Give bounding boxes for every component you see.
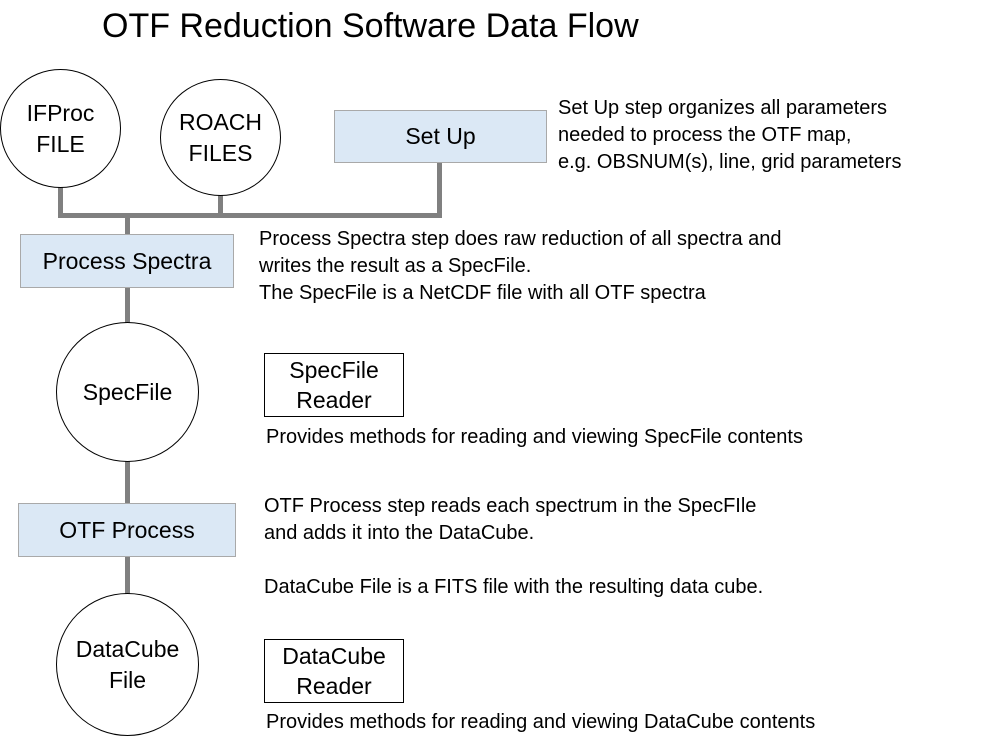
otf-process-note-line: OTF Process step reads each spectrum in … [264, 495, 757, 517]
diagram-title: OTF Reduction Software Data Flow [102, 7, 639, 45]
specfile-reader-note-line: Provides methods for reading and viewing… [266, 426, 803, 448]
roach-files-label: ROACH FILES [178, 108, 263, 166]
connector-process-spectra-to-specfile [125, 288, 130, 324]
specfile-reader-label: SpecFile Reader [289, 357, 379, 413]
specfile-reader-box: SpecFile Reader [264, 353, 404, 417]
specfile-reader-note: Provides methods for reading and viewing… [266, 424, 803, 451]
process-spectra-note-line: Process Spectra step does raw reduction … [259, 228, 782, 250]
process-spectra-box: Process Spectra [20, 234, 234, 288]
set-up-label: Set Up [405, 123, 476, 149]
otf-process-note-line: DataCube File is a FITS file with the re… [264, 576, 764, 598]
set-up-box: Set Up [334, 110, 547, 163]
connector-merge-to-process-spectra [125, 213, 130, 235]
specfile-label: SpecFile [82, 378, 173, 405]
otf-process-label: OTF Process [59, 516, 195, 543]
connector-roach-down [218, 190, 223, 217]
ifproc-file-node: IFProc FILE [0, 69, 121, 188]
set-up-note: Set Up step organizes all parameters nee… [558, 95, 901, 176]
datacube-reader-note-line: Provides methods for reading and viewing… [266, 711, 816, 733]
process-spectra-label: Process Spectra [42, 247, 212, 274]
otf-process-note: OTF Process step reads each spectrum in … [264, 493, 763, 601]
set-up-note-line: needed to process the OTF map, [558, 124, 852, 146]
connector-ifproc-down [58, 183, 63, 217]
otf-process-note-line: and adds it into the DataCube. [264, 522, 535, 544]
datacube-reader-box: DataCube Reader [264, 639, 404, 703]
connector-merge-bar [58, 213, 442, 218]
process-spectra-note-line: The SpecFile is a NetCDF file with all O… [259, 282, 706, 304]
datacube-reader-note: Provides methods for reading and viewing… [266, 709, 815, 736]
otf-process-box: OTF Process [18, 503, 236, 557]
process-spectra-note: Process Spectra step does raw reduction … [259, 226, 782, 307]
datacube-reader-label: DataCube Reader [282, 643, 386, 699]
connector-otf-process-to-datacube [125, 556, 130, 596]
set-up-note-line: Set Up step organizes all parameters [558, 97, 888, 119]
datacube-file-label: DataCube File [75, 635, 180, 693]
roach-files-node: ROACH FILES [160, 79, 281, 196]
connector-specfile-to-otf-process [125, 460, 130, 505]
connector-setup-down [437, 163, 442, 217]
datacube-file-node: DataCube File [56, 593, 199, 736]
process-spectra-note-line: writes the result as a SpecFile. [259, 255, 532, 277]
set-up-note-line: e.g. OBSNUM(s), line, grid parameters [558, 151, 902, 173]
otf-process-note-spacer [264, 547, 763, 574]
ifproc-file-label: IFProc FILE [26, 99, 95, 157]
specfile-node: SpecFile [56, 322, 199, 462]
